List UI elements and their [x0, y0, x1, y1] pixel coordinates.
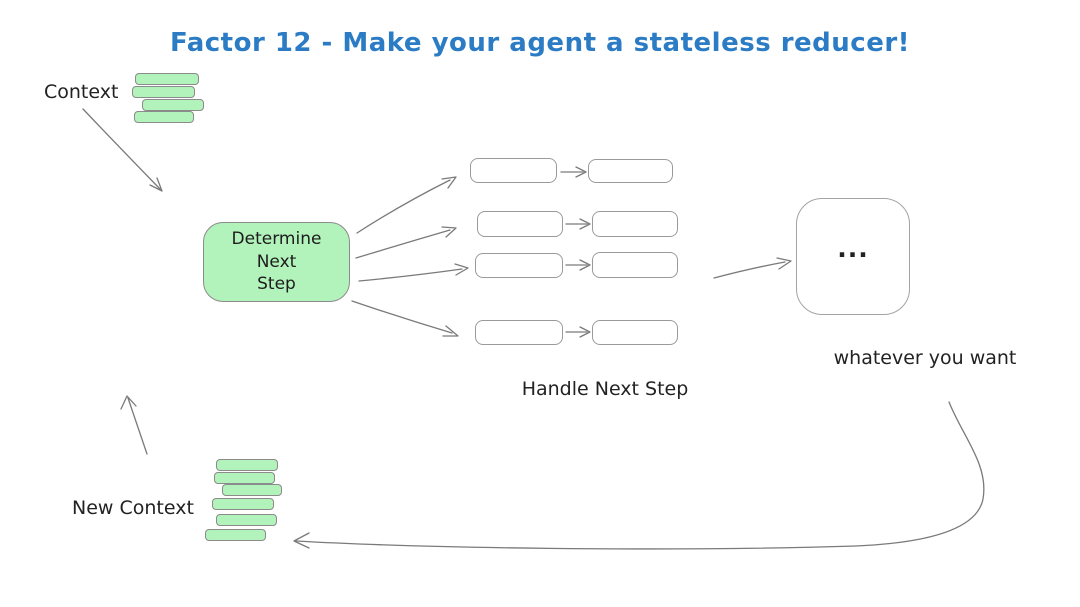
- context-bar: [132, 86, 195, 98]
- new-context-bar: [214, 472, 275, 484]
- handler-result-box: [588, 159, 673, 183]
- new-context-bar: [222, 484, 282, 496]
- context-bar: [135, 73, 199, 85]
- arrow-row3-pair: [565, 259, 591, 271]
- context-bar: [142, 99, 204, 111]
- arrow-new-context-to-context: [120, 395, 148, 455]
- ellipsis-text: ...: [837, 234, 869, 263]
- handler-step-box: [470, 158, 557, 183]
- handler-step-box: [475, 253, 563, 278]
- arrow-output-to-new-context: [293, 401, 985, 550]
- arrow-row2-pair: [565, 218, 591, 230]
- handle-next-step-label: Handle Next Step: [521, 378, 689, 400]
- whatever-you-want-label: whatever you want: [833, 347, 1017, 369]
- arrow-determine-to-row-4: [351, 300, 459, 337]
- new-context-bar: [212, 498, 274, 510]
- handler-result-box: [592, 211, 678, 237]
- arrow-row1-pair: [560, 166, 587, 178]
- handler-step-box: [477, 211, 563, 237]
- page-title: Factor 12 - Make your agent a stateless …: [169, 28, 911, 58]
- arrow-row4-pair: [565, 326, 591, 338]
- output-box: ...: [796, 198, 910, 315]
- new-context-label: New Context: [72, 497, 194, 519]
- handler-result-box: [592, 252, 678, 278]
- new-context-bar: [205, 529, 266, 541]
- new-context-bar: [216, 459, 278, 471]
- context-label: Context: [44, 81, 119, 103]
- arrow-rows-to-output: [713, 257, 792, 279]
- new-context-bar: [216, 514, 277, 526]
- determine-next-step-box: Determine Next Step: [203, 222, 350, 302]
- arrow-determine-to-row-1: [356, 176, 457, 234]
- arrow-determine-to-row-3: [358, 263, 469, 282]
- context-bar: [134, 111, 194, 123]
- handler-step-box: [475, 320, 563, 345]
- handler-result-box: [592, 320, 678, 345]
- arrow-determine-to-row-2: [355, 226, 457, 259]
